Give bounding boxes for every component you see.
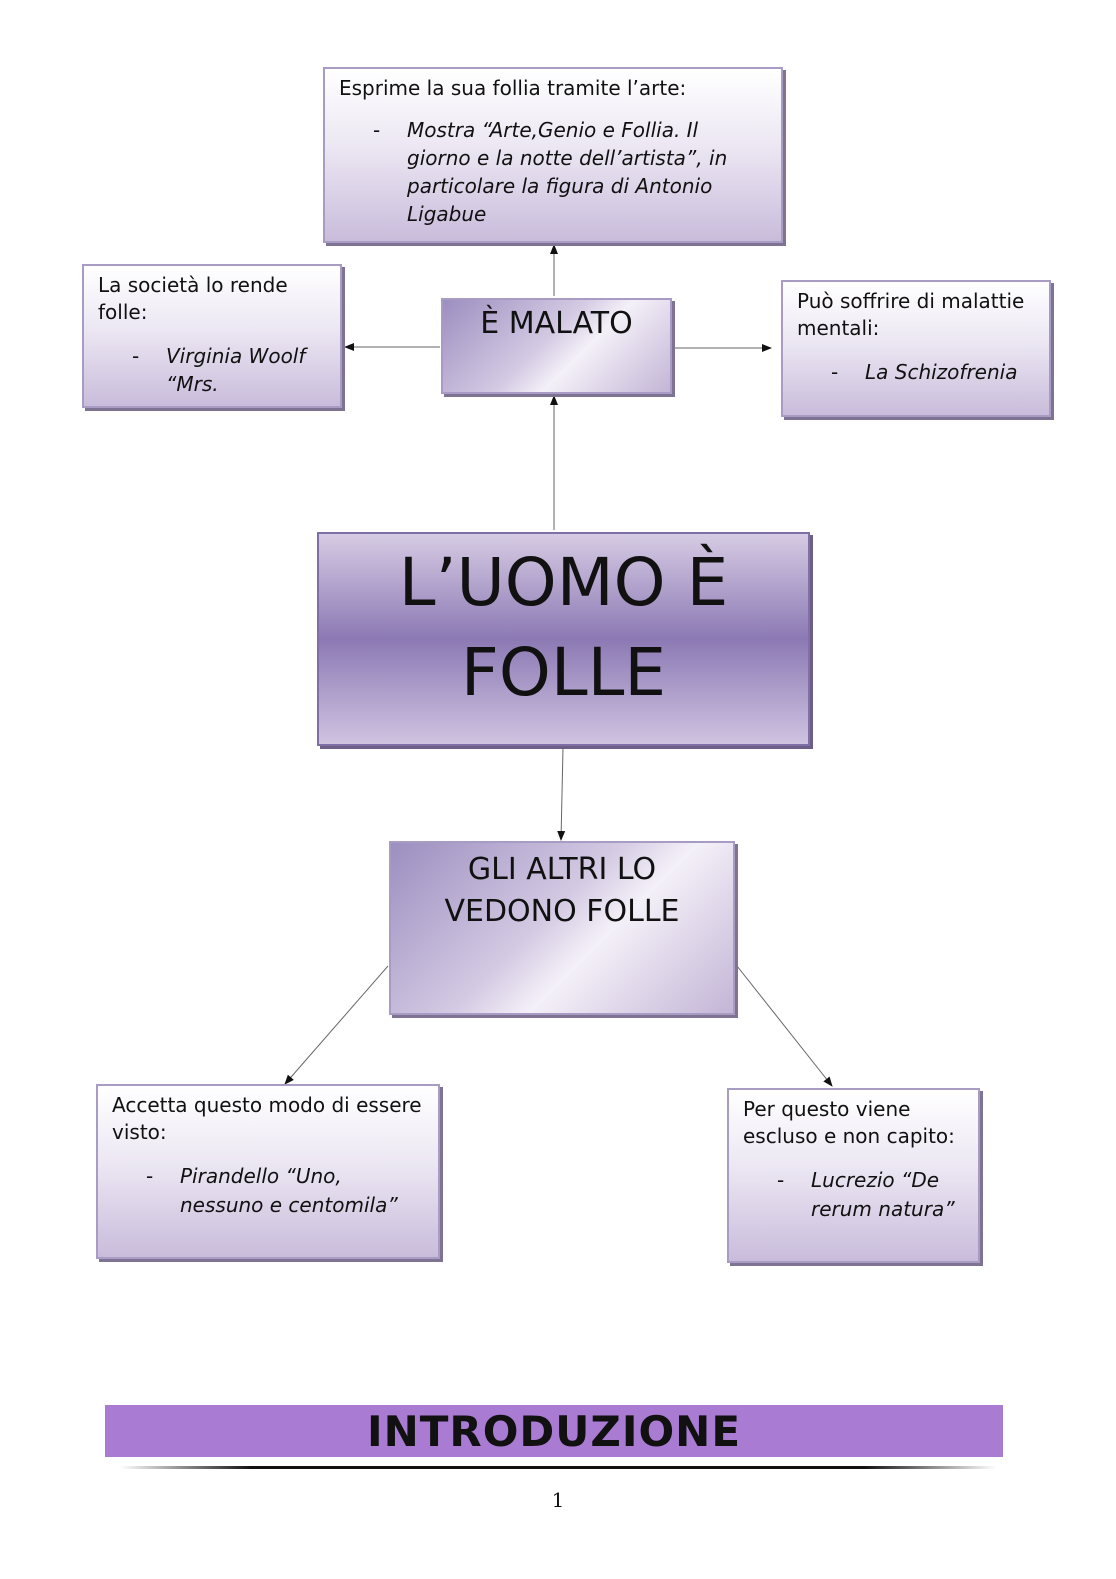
society-list: - Virginia Woolf “Mrs. (132, 342, 326, 398)
excluded-list: - Lucrezio “De rerum natura” (777, 1166, 964, 1224)
section-title: INTRODUZIONE (366, 1407, 742, 1456)
art-item-text: Mostra “Arte,Genio e Follia. Il giorno e… (407, 118, 728, 226)
divider (120, 1466, 996, 1469)
malato-label: È MALATO (480, 306, 633, 341)
bullet-dash: - (831, 360, 839, 384)
arrow-altri-to-escluso (736, 965, 833, 1087)
accepts-heading: Accetta questo modo di essere visto: (112, 1093, 422, 1144)
art-list: - Mostra “Arte,Genio e Follia. Il giorno … (373, 116, 767, 228)
list-item: - Virginia Woolf “Mrs. (132, 342, 326, 398)
accepts-list: - Pirandello “Uno, nessuno e centomila” (146, 1162, 424, 1220)
art-heading: Esprime la sua follia tramite l’arte: (339, 76, 687, 100)
arrow-altri-to-accetta (284, 965, 389, 1085)
section-title-bar: INTRODUZIONE (105, 1405, 1003, 1457)
excluded-box: Per questo viene escluso e non capito: -… (727, 1088, 980, 1263)
list-item: - La Schizofrenia (831, 358, 1035, 386)
list-item: - Pirandello “Uno, nessuno e centomila” (146, 1162, 424, 1220)
society-box: La società lo rende folle: - Virginia Woo… (82, 264, 342, 408)
others-line2: VEDONO FOLLE (444, 894, 680, 929)
others-see-mad-node: GLI ALTRI LO VEDONO FOLLE (389, 841, 735, 1015)
arrow-center-to-altri (557, 747, 566, 841)
page-number: 1 (551, 1488, 565, 1512)
excluded-heading: Per questo viene escluso e non capito: (743, 1097, 955, 1148)
central-concept-line2: FOLLE (460, 634, 667, 711)
list-item: - Lucrezio “De rerum natura” (777, 1166, 964, 1224)
society-item-text: Virginia Woolf “Mrs. (166, 344, 306, 396)
accepts-item-text: Pirandello “Uno, nessuno e centomila” (180, 1164, 398, 1217)
society-heading: La società lo rende folle: (98, 273, 288, 324)
bullet-dash: - (146, 1164, 154, 1188)
malato-node: È MALATO (441, 298, 672, 394)
accepts-box: Accetta questo modo di essere visto: - Pi… (96, 1084, 440, 1259)
bullet-dash: - (132, 344, 140, 368)
mental-illness-box: Può soffrire di malattie mentali: - La Sc… (781, 280, 1051, 417)
mental-illness-heading: Può soffrire di malattie mentali: (797, 289, 1025, 340)
mental-illness-list: - La Schizofrenia (831, 358, 1035, 386)
list-item: - Mostra “Arte,Genio e Follia. Il giorno … (373, 116, 767, 228)
central-concept-line1: L’UOMO È (398, 544, 729, 621)
excluded-item-text: Lucrezio “De rerum natura” (811, 1168, 955, 1221)
others-line1: GLI ALTRI LO (467, 852, 657, 887)
central-concept-node: L’UOMO È FOLLE (317, 532, 810, 746)
bullet-dash: - (777, 1168, 785, 1192)
mental-illness-item-text: La Schizofrenia (865, 360, 1018, 384)
bullet-dash: - (373, 118, 381, 142)
art-box: Esprime la sua follia tramite l’arte: - M… (323, 67, 783, 243)
